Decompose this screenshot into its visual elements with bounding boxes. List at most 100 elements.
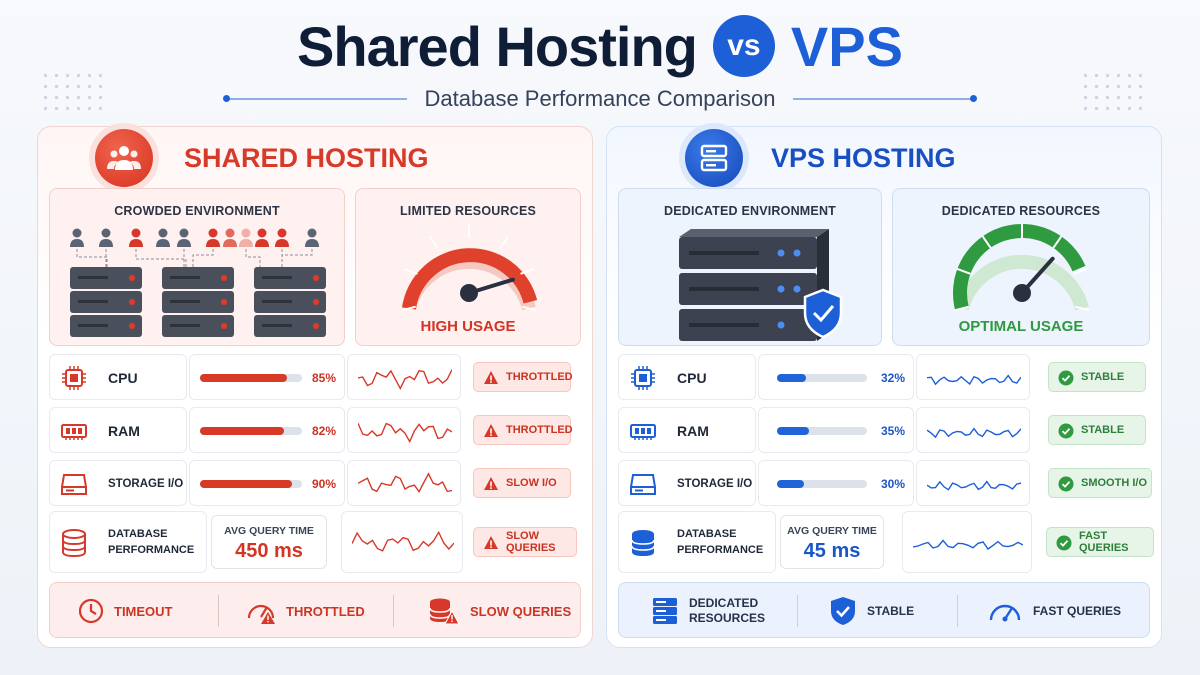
database-label-line1: DATABASE [108,528,168,540]
dedicated-environment-label: DEDICATED ENVIRONMENT [663,204,837,218]
database-icon [62,529,86,558]
server-rack-1 [70,267,142,337]
vps-storage-row: STORAGE I/O 30% SMOOTH I/O [618,460,1152,506]
gauge-hub [460,284,478,302]
gauge-tick [956,268,971,275]
ram-label: RAM [108,423,140,439]
sparkline-path [358,422,452,444]
database-label-line1: DATABASE [677,528,737,540]
decor-dots-left [40,70,110,110]
decor-dots-right [1080,70,1150,110]
optimal-usage-gauge [953,224,1090,312]
storage-icon [61,474,87,495]
shield-check-icon [803,288,843,339]
shared-footer: TIMEOUT THROTTLED SLOW QUERIES [49,582,581,638]
subtitle-line-left [222,95,407,102]
footer-slow-queries: SLOW QUERIES [428,583,571,639]
database-status-badge: FAST QUERIES [1046,527,1154,557]
ram-status-badge: THROTTLED [473,415,573,445]
shared-database-row: DATABASE PERFORMANCE AVG QUERY TIME 450 … [49,511,581,573]
database-warning-icon [429,598,460,625]
cpu-status-badge: THROTTLED [473,362,573,392]
storage-label: STORAGE I/O [677,478,753,490]
storage-usage-bar [777,480,867,488]
cpu-icon [631,366,655,390]
avg-query-time-label: AVG QUERY TIME [787,525,877,537]
vps-hosting-panel: VPS HOSTING DEDICATED ENVIRONMENT DEDICA… [606,126,1162,648]
cpu-usage-bar [200,374,302,382]
warning-icon [484,536,498,549]
warning-icon [484,371,498,384]
storage-percent: 30% [880,477,905,491]
shared-ram-row: RAM 82% THROTTLED [49,407,581,453]
check-icon [1058,476,1074,492]
cpu-label: CPU [108,370,138,386]
gauge-tick [428,235,439,249]
check-icon [1056,535,1072,551]
avg-query-time-value: 450 ms [235,540,303,562]
warning-icon [484,477,498,490]
shared-panel-title: SHARED HOSTING [184,143,429,173]
warning-icon [484,424,498,437]
limited-resources-label: LIMITED RESOURCES [399,204,537,218]
cpu-sparkline [358,369,452,391]
server-icon [685,129,743,187]
ram-percent: 82% [311,424,336,438]
storage-sparkline [358,472,452,494]
title-shared: Shared Hosting [297,14,698,78]
crowded-environment-label: CROWDED ENVIRONMENT [114,204,280,218]
check-icon [1058,370,1074,386]
database-icon [631,530,655,556]
cpu-usage-bar [777,374,867,382]
server-rack-2 [162,267,234,337]
page-subtitle: Database Performance Comparison [424,86,776,111]
users-icon [95,129,153,187]
gauge-arc [402,248,538,310]
shared-panel-header: SHARED HOSTING [38,127,592,189]
vps-database-row: DATABASE PERFORMANCE AVG QUERY TIME 45 m… [618,511,1154,573]
storage-usage-bar [200,480,302,488]
gauge-tick [1052,235,1063,249]
avg-query-time-label: AVG QUERY TIME [224,525,314,537]
crowded-environment-card: CROWDED ENVIRONMENT [49,188,345,346]
database-label-line2: PERFORMANCE [108,544,195,556]
footer-timeout: TIMEOUT [78,583,173,639]
gauge-tick [954,305,969,312]
ram-percent: 35% [880,424,905,438]
gauge-warning-icon [247,604,275,624]
optimal-usage-label: OPTIMAL USAGE [958,318,1084,335]
page-header: Shared Hosting vs VPS Database Performan… [0,10,1200,112]
high-usage-label: HIGH USAGE [420,318,516,335]
vps-cpu-row: CPU 32% STABLE [618,354,1150,400]
ram-label: RAM [677,423,709,439]
storage-label: STORAGE I/O [108,478,184,490]
sparkline-path [927,427,1021,439]
sparkline-path [358,369,452,391]
avg-query-time-value: 45 ms [803,540,861,562]
sparkline-path [352,530,454,552]
gauge-tick [403,268,418,275]
footer-fast-queries: FAST QUERIES [987,583,1121,639]
database-sparkline [913,539,1023,550]
storage-icon [630,474,656,495]
gauge-arc [955,254,1089,311]
high-usage-gauge [401,224,538,312]
ram-icon [630,424,656,440]
subtitle-row: Database Performance Comparison [0,86,1200,112]
cpu-percent: 32% [880,371,905,385]
gauge-tick [499,235,510,249]
limited-resources-card: LIMITED RESOURCES HIGH USAGE [355,188,581,346]
gauge-tick [401,305,416,312]
footer-stable: STABLE [829,583,914,639]
gauge-tick [981,235,992,249]
storage-status-badge: SMOOTH I/O [1048,468,1152,498]
dedicated-resources-card: DEDICATED RESOURCES OPTIMAL USAGE [892,188,1150,346]
title-row: Shared Hosting vs VPS [0,10,1200,82]
ram-sparkline [927,427,1021,439]
vps-panel-header: VPS HOSTING [607,127,1161,189]
gauge-hub [1013,284,1031,302]
dedicated-server-illustration [679,229,843,341]
ram-sparkline [358,422,452,444]
avg-query-time-box: AVG QUERY TIME 45 ms [780,515,884,569]
crowd-people [70,228,319,247]
